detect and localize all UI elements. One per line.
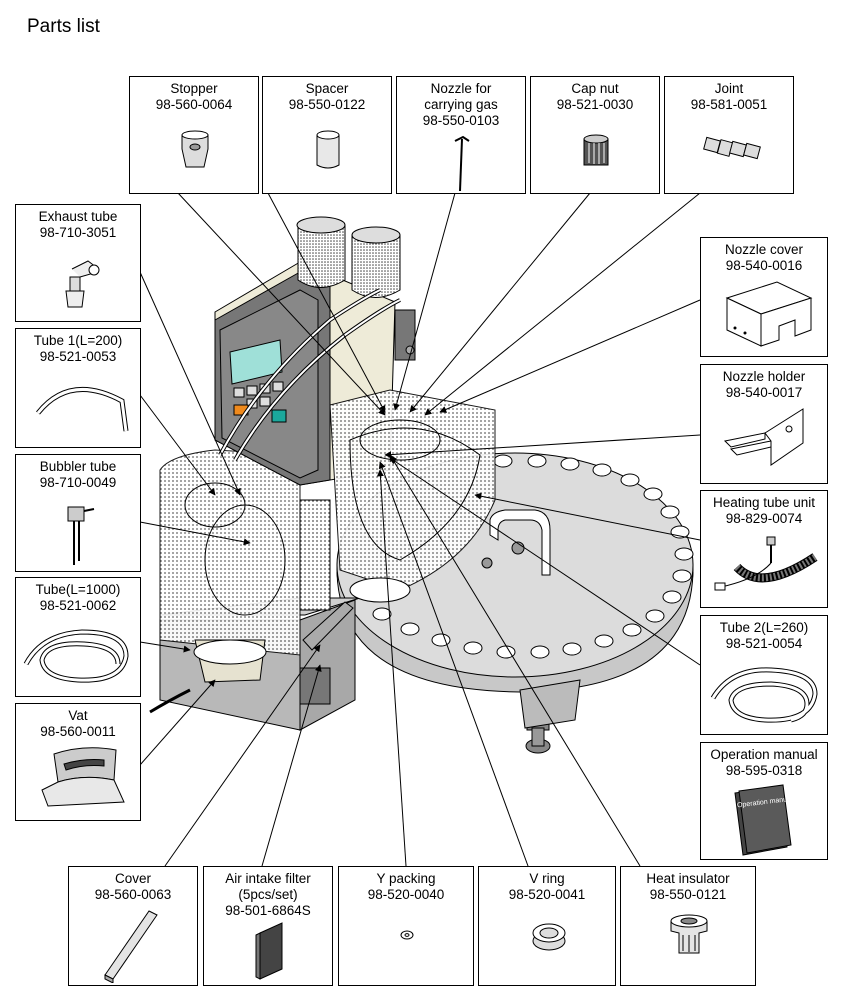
part-heat-insulator: Heat insulator 98-550-0121 xyxy=(620,866,756,986)
part-nozzle-gas-label: Nozzle for carrying gas 98-550-0103 xyxy=(422,81,500,128)
part-v-ring-label: V ring 98-520-0041 xyxy=(508,871,586,902)
part-exhaust-tube-label: Exhaust tube 98-710-3051 xyxy=(38,209,118,240)
manual-book-icon xyxy=(734,784,792,856)
cap-nut-icon xyxy=(583,134,609,166)
vat-icon xyxy=(41,747,125,807)
part-operation-manual: Operation manual 98-595-0318 Operation m… xyxy=(700,742,828,860)
bubbler-tube-icon xyxy=(67,506,95,565)
leader-lines xyxy=(139,192,701,867)
part-joint: Joint 98-581-0051 xyxy=(664,76,794,194)
page-title: Parts list xyxy=(27,16,100,37)
tube1-icon xyxy=(36,387,129,432)
part-v-ring: V ring 98-520-0041 xyxy=(478,866,616,986)
part-cover-label: Cover 98-560-0063 xyxy=(94,871,172,902)
part-joint-label: Joint 98-581-0051 xyxy=(690,81,768,112)
left-enclosure xyxy=(159,449,301,683)
right-enclosure xyxy=(299,389,496,611)
part-cap-nut-label: Cap nut 98-521-0030 xyxy=(556,81,634,112)
part-bubbler-tube: Bubbler tube 98-710-0049 xyxy=(15,454,141,572)
part-tube-1000: Tube(L=1000) 98-521-0062 xyxy=(15,577,141,697)
nozzle-cover-icon xyxy=(725,281,813,347)
part-heating-tube-label: Heating tube unit 98-829-0074 xyxy=(712,495,816,526)
part-tube2: Tube 2(L=260) 98-521-0054 xyxy=(700,615,828,735)
tube-coil-icon xyxy=(23,629,129,683)
part-nozzle-cover: Nozzle cover 98-540-0016 xyxy=(700,237,828,357)
part-air-filter: Air intake filter (5pcs/set) 98-501-6864… xyxy=(203,866,333,986)
heating-tube-icon xyxy=(714,536,818,591)
stopper-icon xyxy=(181,130,209,168)
part-stopper-label: Stopper 98-560-0064 xyxy=(155,81,233,112)
joint-icon xyxy=(703,136,761,160)
part-air-filter-label: Air intake filter (5pcs/set) 98-501-6864… xyxy=(225,871,311,918)
part-tube2-label: Tube 2(L=260) 98-521-0054 xyxy=(719,620,809,651)
part-operation-manual-label: Operation manual 98-595-0318 xyxy=(710,747,818,778)
spacer-icon xyxy=(316,130,340,169)
part-exhaust-tube: Exhaust tube 98-710-3051 xyxy=(15,204,141,322)
part-spacer: Spacer 98-550-0122 xyxy=(262,76,392,194)
part-cap-nut: Cap nut 98-521-0030 xyxy=(530,76,660,194)
exhaust-tube-icon xyxy=(65,260,100,308)
part-vat: Vat 98-560-0011 xyxy=(15,703,141,821)
part-nozzle-holder-label: Nozzle holder 98-540-0017 xyxy=(722,369,806,400)
part-spacer-label: Spacer 98-550-0122 xyxy=(288,81,366,112)
part-heat-insulator-label: Heat insulator 98-550-0121 xyxy=(646,871,730,902)
tube2-icon xyxy=(710,667,818,723)
part-nozzle-gas: Nozzle for carrying gas 98-550-0103 xyxy=(396,76,526,194)
part-y-packing-label: Y packing 98-520-0040 xyxy=(367,871,445,902)
part-tube1: Tube 1(L=200) 98-521-0053 xyxy=(15,328,141,448)
part-heating-tube: Heating tube unit 98-829-0074 xyxy=(700,490,828,608)
part-y-packing: Y packing 98-520-0040 xyxy=(338,866,474,986)
v-ring-icon xyxy=(532,923,566,951)
part-bubbler-tube-label: Bubbler tube 98-710-0049 xyxy=(39,459,117,490)
part-stopper: Stopper 98-560-0064 xyxy=(129,76,259,194)
part-vat-label: Vat 98-560-0011 xyxy=(40,708,116,739)
air-filter-icon xyxy=(255,922,283,980)
part-tube1-label: Tube 1(L=200) 98-521-0053 xyxy=(33,333,123,364)
cover-bar-icon xyxy=(104,910,158,983)
part-cover: Cover 98-560-0063 xyxy=(68,866,198,986)
nozzle-icon xyxy=(454,135,470,192)
nozzle-holder-icon xyxy=(723,408,804,466)
y-packing-icon xyxy=(400,930,414,940)
heat-insulator-icon xyxy=(670,914,708,954)
part-tube-1000-label: Tube(L=1000) 98-521-0062 xyxy=(35,582,121,613)
part-nozzle-cover-label: Nozzle cover 98-540-0016 xyxy=(724,242,804,273)
part-nozzle-holder: Nozzle holder 98-540-0017 xyxy=(700,364,828,484)
